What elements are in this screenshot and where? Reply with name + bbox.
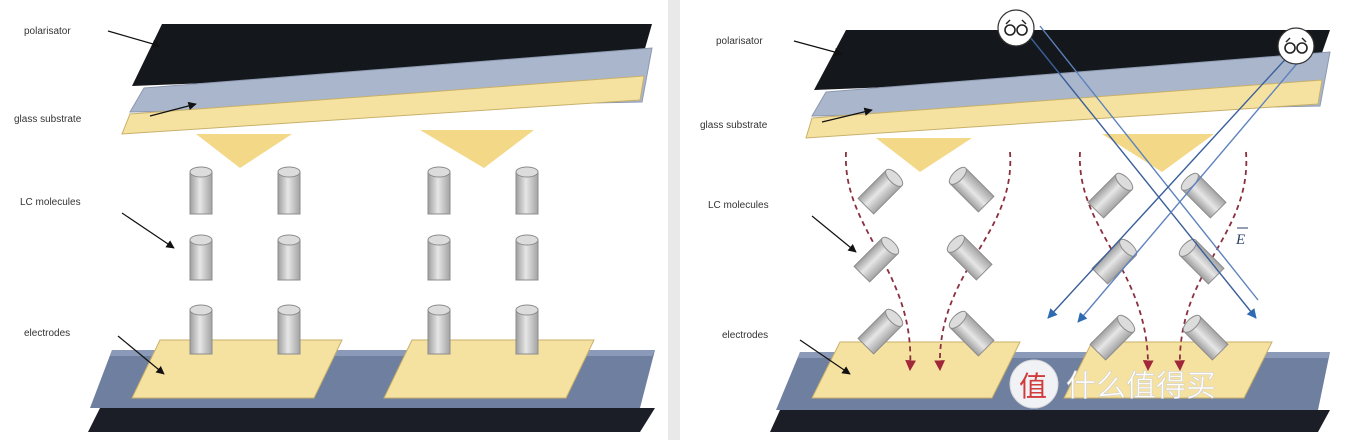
- polarization-circle-icon: [1277, 27, 1315, 65]
- pointer-arrow: [149, 101, 197, 117]
- label-polarisator: polarisator: [716, 36, 763, 47]
- lc-cylinder: [946, 234, 993, 281]
- electrode-right: [383, 339, 595, 399]
- lc-cylinder: [277, 166, 301, 215]
- right-panel: E polarisator glass substrate LC molecul…: [700, 9, 1331, 432]
- lc-cylinder: [427, 166, 451, 215]
- pointer-arrow: [117, 335, 165, 375]
- top-substrate-yellow: [121, 75, 645, 135]
- field-line: [845, 151, 916, 372]
- pointer-arrow: [107, 30, 161, 48]
- lc-cylinder: [1087, 172, 1134, 219]
- lc-cylinder: [1180, 172, 1227, 219]
- lc-cylinder: [427, 304, 451, 355]
- top-electrode-prism-right: [1102, 134, 1214, 172]
- lc-cylinder: [277, 304, 301, 355]
- left-panel: polarisator glass substrate LC molecules…: [14, 24, 655, 432]
- lc-molecules-tilted: [853, 166, 1229, 361]
- top-electrode-prism-left: [196, 134, 292, 168]
- light-ray: [1047, 51, 1293, 319]
- watermark: 值 什么值得买: [1009, 359, 1216, 409]
- lc-cylinder: [277, 234, 301, 281]
- field-line: [1174, 151, 1248, 372]
- lc-cylinder: [189, 304, 213, 355]
- bottom-dark-plate: [88, 408, 655, 432]
- pointer-arrow: [811, 215, 857, 253]
- top-substrate-yellow: [805, 79, 1323, 139]
- label-glass-substrate: glass substrate: [14, 114, 82, 125]
- watermark-logo-char: 值: [1019, 370, 1047, 403]
- polarization-circle-icon: [997, 9, 1035, 47]
- watermark-logo-icon: [1009, 359, 1059, 409]
- lc-cylinder: [948, 310, 995, 357]
- electrode-left: [811, 341, 1021, 399]
- lc-cylinder: [857, 168, 904, 215]
- lc-cylinder: [948, 166, 995, 213]
- lc-cylinder: [515, 166, 539, 215]
- lc-cylinder: [1178, 238, 1225, 285]
- light-rays: [1025, 25, 1301, 323]
- lc-cylinder: [189, 166, 213, 215]
- field-vector-symbol: E: [1235, 232, 1245, 248]
- panel-divider: [668, 0, 680, 440]
- watermark-text: 什么值得买: [1066, 369, 1216, 404]
- electrode-left: [131, 339, 343, 399]
- lc-cylinder: [1089, 314, 1136, 361]
- lc-cylinder: [857, 308, 904, 355]
- lc-cylinder: [427, 234, 451, 281]
- pointer-arrow: [799, 339, 851, 375]
- light-ray: [1077, 59, 1301, 323]
- label-electrodes: electrodes: [722, 330, 768, 341]
- top-electrode-prism-right: [420, 130, 534, 168]
- label-polarisator: polarisator: [24, 26, 71, 37]
- pointer-arrow: [121, 212, 175, 249]
- field-line: [1079, 151, 1154, 372]
- lc-cylinder: [515, 234, 539, 281]
- light-ray: [1025, 31, 1257, 319]
- label-electrodes: electrodes: [24, 328, 70, 339]
- pointer-arrow: [793, 40, 843, 57]
- lc-cylinder: [189, 234, 213, 281]
- top-electrode-prism-left: [876, 138, 972, 172]
- lc-cylinder: [853, 236, 900, 283]
- lc-cylinder: [515, 304, 539, 355]
- label-lc-molecules: LC molecules: [20, 197, 81, 208]
- label-glass-substrate: glass substrate: [700, 120, 768, 131]
- polarisator-plate: [814, 30, 1330, 90]
- label-lc-molecules: LC molecules: [708, 200, 769, 211]
- lc-cylinder: [1182, 314, 1229, 361]
- light-ray: [1039, 25, 1259, 301]
- lc-molecules-upright: [189, 166, 539, 355]
- bottom-dark-plate: [770, 410, 1330, 432]
- pointer-arrow: [821, 107, 873, 123]
